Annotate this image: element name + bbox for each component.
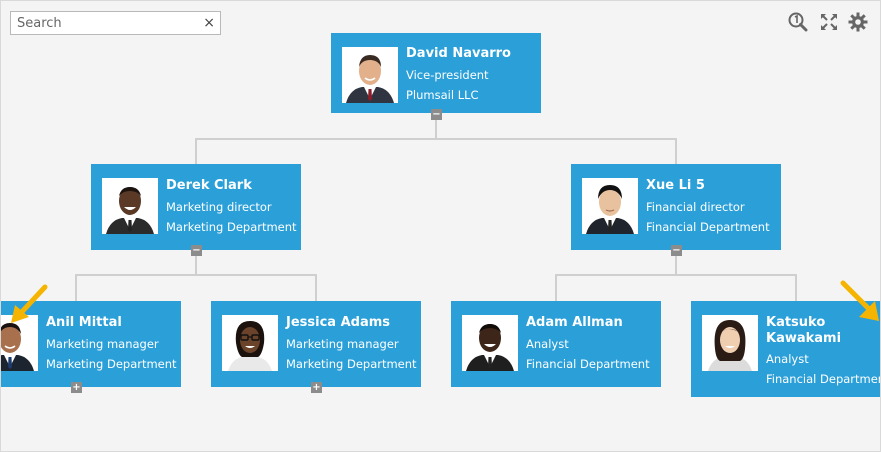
expand-toggle[interactable]: + <box>71 382 82 393</box>
person-name-line2: Kawakami <box>766 331 842 346</box>
person-name: Xue Li 5 <box>646 178 705 193</box>
connector <box>195 256 197 275</box>
collapse-toggle[interactable]: − <box>431 109 442 120</box>
pointer-arrow-icon <box>9 283 49 325</box>
person-department: Marketing Department <box>166 220 297 234</box>
person-card-derek-clark[interactable]: Derek Clark Marketing director Marketing… <box>91 164 301 250</box>
person-title: Analyst <box>526 337 569 351</box>
expand-toggle[interactable]: + <box>311 382 322 393</box>
person-title: Marketing director <box>166 200 272 214</box>
person-department: Marketing Department <box>46 357 177 371</box>
collapse-toggle[interactable]: − <box>671 245 682 256</box>
person-title: Financial director <box>646 200 745 214</box>
connector <box>555 274 557 301</box>
person-department: Plumsail LLC <box>406 88 479 102</box>
fit-screen-icon[interactable] <box>819 12 839 32</box>
person-card-anil-mittal[interactable]: Anil Mittal Marketing manager Marketing … <box>1 301 181 387</box>
person-name: Derek Clark <box>166 178 252 193</box>
person-department: Marketing Department <box>286 357 417 371</box>
person-card-xue-li[interactable]: Xue Li 5 Financial director Financial De… <box>571 164 781 250</box>
search-box: × <box>10 11 221 35</box>
avatar <box>462 315 518 371</box>
connector <box>555 274 797 276</box>
avatar <box>222 315 278 371</box>
person-card-adam-allman[interactable]: Adam Allman Analyst Financial Department <box>451 301 661 387</box>
person-department: Financial Department <box>526 357 650 371</box>
person-department: Financial Department <box>766 372 881 386</box>
connector <box>795 274 797 301</box>
connector <box>315 274 317 301</box>
person-name: Adam Allman <box>526 315 623 330</box>
search-input[interactable] <box>11 12 208 34</box>
person-department: Financial Department <box>646 220 770 234</box>
connector <box>75 274 77 301</box>
person-title: Vice-president <box>406 68 489 82</box>
zoom-level-icon[interactable] <box>788 12 808 32</box>
person-name-line1: Katsuko <box>766 315 826 330</box>
person-name: Anil Mittal <box>46 315 122 330</box>
connector <box>195 138 677 140</box>
person-title: Marketing manager <box>286 337 399 351</box>
connector <box>675 138 677 164</box>
avatar <box>102 178 158 234</box>
avatar <box>342 47 398 103</box>
avatar <box>582 178 638 234</box>
connector <box>75 274 317 276</box>
person-name: David Navarro <box>406 46 511 61</box>
person-name: Jessica Adams <box>286 315 391 330</box>
connector <box>195 138 197 164</box>
avatar <box>1 315 38 371</box>
collapse-toggle[interactable]: − <box>191 245 202 256</box>
clear-search-icon[interactable]: × <box>203 15 215 31</box>
avatar <box>702 315 758 371</box>
connector <box>435 119 437 139</box>
person-card-david-navarro[interactable]: David Navarro Vice-president Plumsail LL… <box>331 33 541 113</box>
person-card-katsuko-kawakami[interactable]: Katsuko Kawakami Analyst Financial Depar… <box>691 301 881 397</box>
pointer-arrow-icon <box>837 279 880 323</box>
person-title: Marketing manager <box>46 337 159 351</box>
person-title: Analyst <box>766 352 809 366</box>
person-card-jessica-adams[interactable]: Jessica Adams Marketing manager Marketin… <box>211 301 421 387</box>
connector <box>675 256 677 275</box>
settings-gear-icon[interactable] <box>848 12 868 32</box>
